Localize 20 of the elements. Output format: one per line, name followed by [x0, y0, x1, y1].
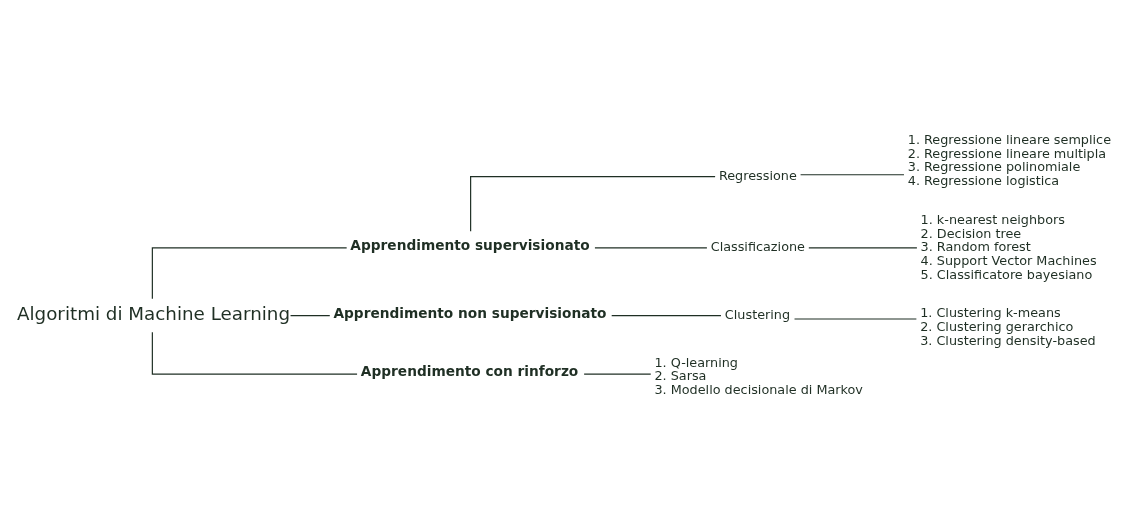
connector — [470, 175, 716, 232]
node-text: Clustering — [724, 306, 791, 322]
node-text: 1. Regressione lineare semplice 2. Regressione lineare multipla 3. Regressione polinomiale 4. Regressione logistica — [907, 131, 1112, 188]
connector — [289, 314, 331, 317]
node-text: 1. k-nearest neighbors 2. Decision tree 3. Random forest 4. Support Vector Machines 5. Classificatore bayesiano — [920, 211, 1097, 282]
node-text: 1. Q-learning 2. Sarsa 3. Modello decisionale di Markov — [654, 354, 863, 397]
connector — [151, 247, 348, 300]
node-text: 1. Clustering k-means 2. Clustering gerarchico 3. Clustering density-based — [920, 305, 1096, 348]
connector — [594, 247, 708, 249]
node-text: Apprendimento con rinforzo — [360, 363, 579, 380]
connector — [611, 314, 722, 317]
node-text: Apprendimento supervisionato — [350, 237, 590, 254]
connector — [800, 174, 905, 176]
connector — [583, 373, 652, 375]
node-text: Algoritmi di Machine Learning — [17, 303, 291, 325]
connector — [151, 331, 358, 375]
connector — [808, 247, 918, 249]
node-text: Classificazione — [710, 239, 805, 255]
node-text: Regressione — [718, 167, 797, 183]
node-text: Apprendimento non supervisionato — [333, 304, 607, 321]
